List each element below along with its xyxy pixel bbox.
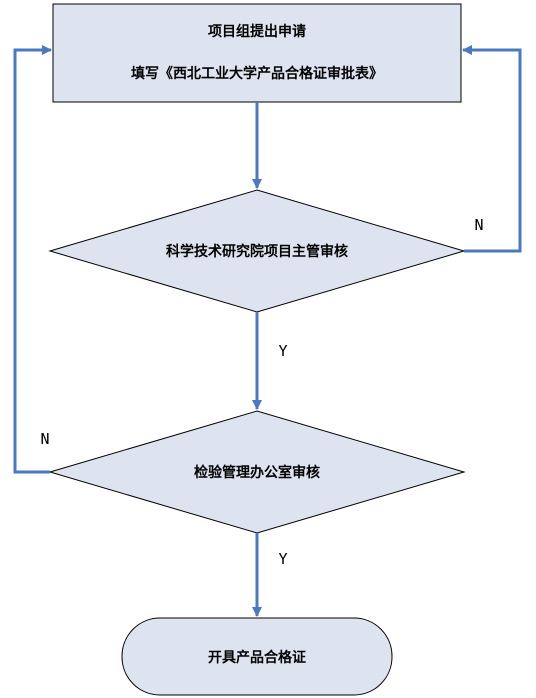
arrow-review-2-reject-loop (13, 45, 52, 474)
decision-1-label: 科学技术研究院项目主管审核 (166, 243, 348, 260)
start-process-box (52, 3, 462, 103)
start-box-subtitle: 填写《西北工业大学产品合格证审批表》 (131, 65, 383, 82)
edge-label-review-1-no: N (474, 216, 483, 234)
decision-diamond-inspection-review (48, 410, 466, 534)
edge-label-review-2-no: N (40, 430, 49, 448)
edge-label-review-1-yes: Y (278, 342, 287, 360)
start-box-title: 项目组提出申请 (208, 23, 306, 40)
end-box-label: 开具产品合格证 (208, 649, 306, 666)
decision-2-label: 检验管理办公室审核 (194, 464, 320, 481)
edge-label-review-2-yes: Y (278, 550, 287, 568)
end-terminator-box (121, 617, 393, 696)
arrow-review-1-reject-loop (462, 45, 522, 253)
